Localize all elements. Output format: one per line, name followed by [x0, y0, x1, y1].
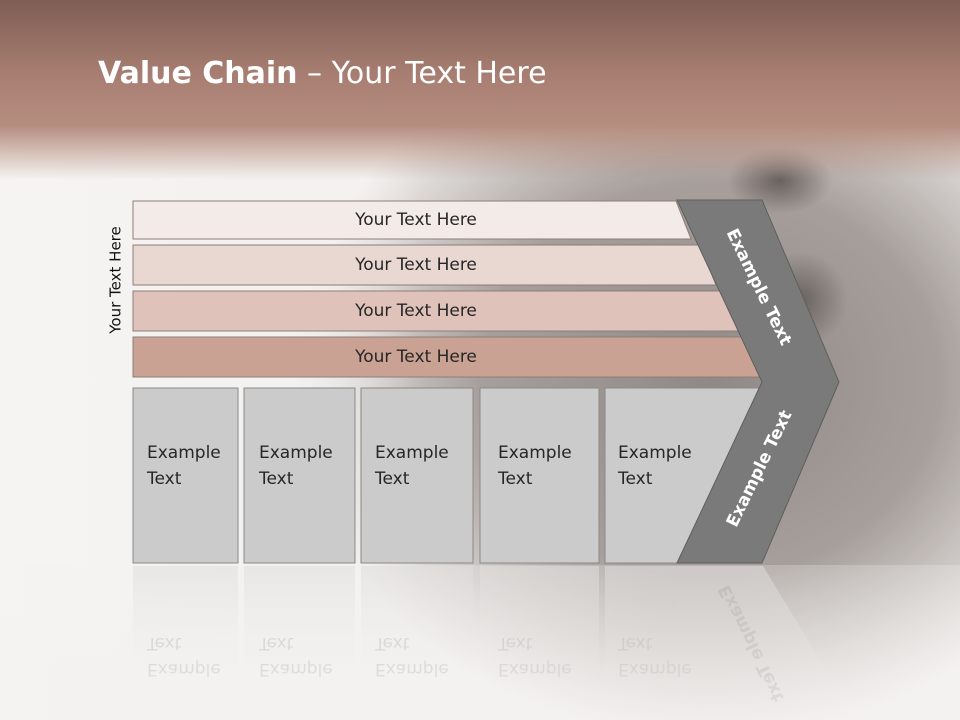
example-box-1 — [132, 387, 239, 564]
box-text-line: Example — [259, 443, 333, 463]
example-box-4 — [479, 387, 600, 564]
bottom-fade — [0, 565, 960, 720]
example-box-2 — [243, 387, 356, 564]
slide-title: Value Chain – Your Text Here — [98, 52, 547, 96]
row-label-3: Your Text Here — [355, 301, 477, 321]
row-label-4: Your Text Here — [355, 347, 477, 367]
header-band — [0, 0, 960, 180]
row-bar-2 — [132, 244, 717, 286]
title-bold: Value Chain — [98, 56, 298, 91]
box-text-line: Example — [147, 443, 221, 463]
box-text-line: Text — [618, 469, 653, 489]
row-bar-1 — [132, 200, 692, 240]
box-text-line: Example — [375, 443, 449, 463]
chevron-arrow — [676, 199, 840, 564]
box-text-line: Text — [147, 469, 182, 489]
title-rest: – Your Text Here — [297, 56, 547, 91]
box-text-line: Text — [498, 469, 533, 489]
row-label-1: Your Text Here — [355, 210, 477, 230]
example-box-3 — [360, 387, 474, 564]
box-text-line: Text — [375, 469, 410, 489]
box-text-line: Example — [498, 443, 572, 463]
box-text-line: Example — [618, 443, 692, 463]
box-text-line: Text — [259, 469, 294, 489]
row-label-2: Your Text Here — [355, 255, 477, 275]
